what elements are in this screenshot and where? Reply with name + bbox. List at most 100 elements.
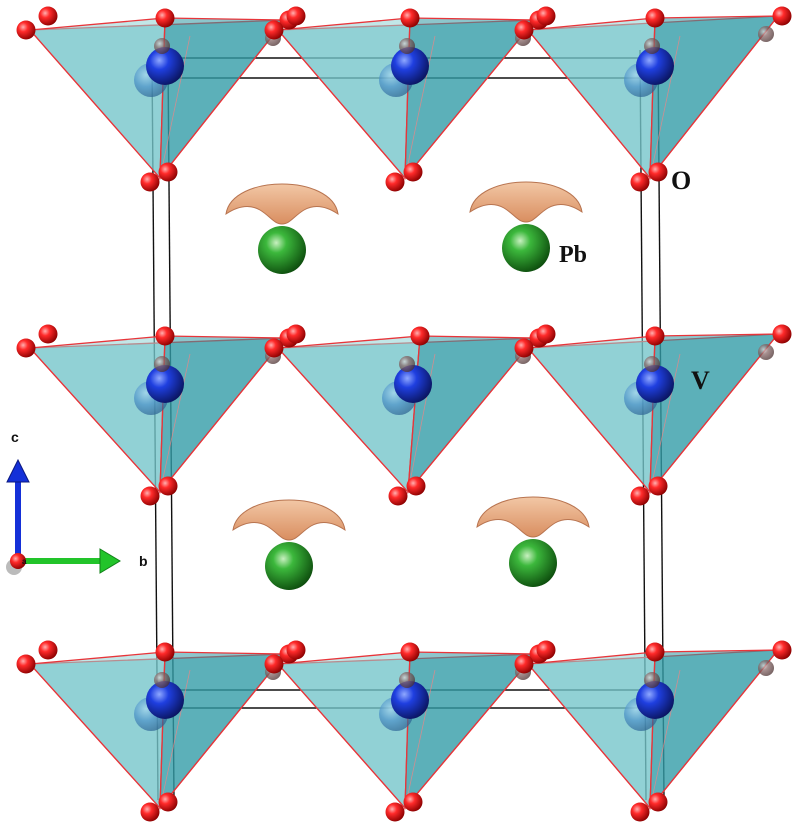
- vanadium-atom: [391, 47, 429, 85]
- vanadium-atom: [391, 681, 429, 719]
- vo4-tetrahedron-face: [28, 335, 166, 494]
- oxygen-atom: [400, 642, 420, 662]
- vanadium-atom: [636, 365, 674, 403]
- vo4-tetrahedron-face: [159, 335, 287, 494]
- axis-triad: a c b: [6, 429, 148, 575]
- oxygen-atom: [140, 486, 160, 506]
- oxygen-atom: [155, 326, 175, 346]
- lone-pair-density: [225, 183, 339, 225]
- vo4-tetrahedron-face: [159, 651, 287, 810]
- oxygen-atom: [400, 8, 420, 28]
- oxygen-atom: [648, 476, 668, 496]
- oxygen-atom: [158, 162, 178, 182]
- oxygen-atom: [286, 324, 306, 344]
- oxygen-atom: [154, 356, 170, 372]
- oxygen-atom: [645, 8, 665, 28]
- oxygen-atom: [536, 6, 556, 26]
- vo4-tetrahedron-face: [649, 333, 780, 494]
- oxygen-atom: [154, 38, 170, 54]
- oxygen-atom: [286, 640, 306, 660]
- oxygen-atom: [514, 654, 534, 674]
- oxygen-atom: [630, 172, 650, 192]
- oxygen-atom: [410, 326, 430, 346]
- oxygen-atom: [140, 802, 160, 822]
- oxygen-label: O: [671, 166, 691, 195]
- vanadium-atom: [146, 681, 184, 719]
- vo4-tetrahedron-edge: [159, 35, 191, 179]
- oxygen-atom: [630, 486, 650, 506]
- oxygen-atom: [644, 672, 660, 688]
- oxygen-atom: [38, 6, 58, 26]
- oxygen-atom: [158, 476, 178, 496]
- oxygen-atom: [155, 8, 175, 28]
- vo4-tetrahedron-face: [526, 17, 656, 180]
- vo4-tetrahedron-face: [649, 649, 780, 810]
- oxygen-atom: [264, 338, 284, 358]
- vo4-tetrahedron-face: [28, 651, 166, 810]
- lead-atom: [265, 542, 313, 590]
- oxygen-atom: [536, 324, 556, 344]
- vo4-tetrahedron-edge: [649, 35, 681, 179]
- oxygen-atom: [403, 792, 423, 812]
- lead-label: Pb: [559, 242, 587, 268]
- oxygen-atom: [648, 792, 668, 812]
- vanadium-atom: [636, 681, 674, 719]
- oxygen-atom: [645, 642, 665, 662]
- oxygen-atom: [264, 654, 284, 674]
- oxygen-atom: [758, 660, 774, 676]
- lone-pair-density: [232, 499, 346, 541]
- oxygen-atom: [399, 356, 415, 372]
- vo4-tetrahedron-face: [28, 17, 166, 180]
- lead-atom: [502, 224, 550, 272]
- oxygen-atom: [154, 672, 170, 688]
- oxygen-atom: [399, 672, 415, 688]
- oxygen-atom: [385, 802, 405, 822]
- oxygen-atom: [158, 792, 178, 812]
- vo4-tetrahedron-edge: [404, 35, 436, 179]
- vanadium-atom: [394, 365, 432, 403]
- vo4-tetrahedron-face: [276, 651, 411, 810]
- oxygen-atom: [648, 162, 668, 182]
- vanadium-atom: [146, 365, 184, 403]
- vo4-tetrahedron-face: [276, 17, 411, 180]
- vo4-tetrahedron-edge: [649, 353, 681, 493]
- vo4-tetrahedron-face: [159, 17, 287, 180]
- oxygen-atom: [536, 640, 556, 660]
- oxygen-atom: [406, 476, 426, 496]
- lone-pairs-layer: [225, 181, 590, 541]
- vo4-tetrahedron-edge: [404, 669, 436, 809]
- oxygen-atom: [758, 26, 774, 42]
- oxygen-atom: [772, 324, 792, 344]
- oxygen-atom: [286, 6, 306, 26]
- lead-atom: [509, 539, 557, 587]
- vanadium-label: V: [691, 366, 710, 395]
- a-axis-label: a: [22, 557, 27, 566]
- oxygen-atom: [385, 172, 405, 192]
- vo4-tetrahedron-face: [404, 17, 537, 180]
- oxygen-atom: [403, 162, 423, 182]
- c-axis-label: c: [11, 429, 19, 445]
- vanadium-atom: [636, 47, 674, 85]
- vo4-tetrahedron-edge: [159, 669, 191, 809]
- vo4-tetrahedron-face: [407, 335, 537, 494]
- b-axis-arrowhead: [99, 548, 121, 574]
- a-axis-origin: [10, 553, 26, 569]
- oxygen-atom: [772, 6, 792, 26]
- oxygen-atom: [38, 640, 58, 660]
- b-axis-label: b: [139, 553, 148, 569]
- oxygen-atom: [514, 20, 534, 40]
- oxygen-atom: [264, 20, 284, 40]
- oxygen-atom: [16, 338, 36, 358]
- lone-pair-density: [476, 496, 590, 538]
- vo4-tetrahedra-layer: [28, 15, 780, 810]
- oxygen-atom: [16, 654, 36, 674]
- oxygen-atom: [644, 356, 660, 372]
- vo4-tetrahedron-face: [649, 15, 780, 180]
- lone-pair-density: [469, 181, 583, 223]
- vo4-tetrahedron-face: [404, 651, 537, 810]
- oxygen-atom: [399, 38, 415, 54]
- oxygen-atom: [514, 338, 534, 358]
- oxygen-atom: [388, 486, 408, 506]
